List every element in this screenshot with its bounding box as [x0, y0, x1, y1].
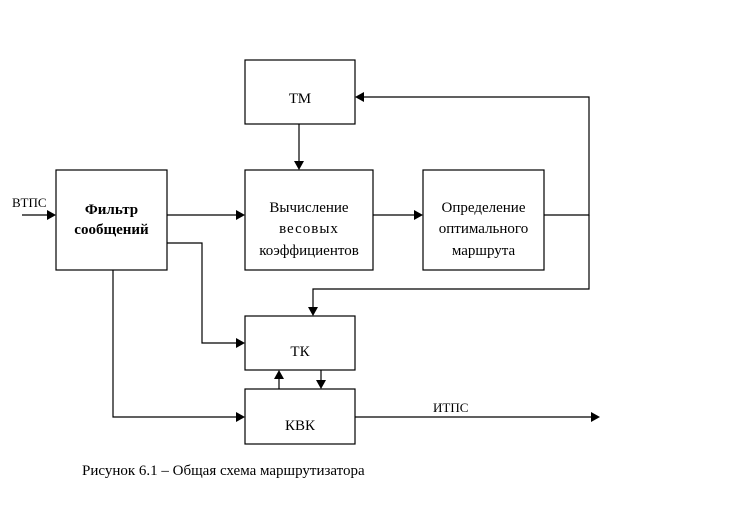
arrowhead-icon: [355, 92, 364, 102]
figure-caption: Рисунок 6.1 – Общая схема маршрутизатора: [82, 463, 365, 479]
block-filter-line-1: Фильтр: [85, 202, 138, 218]
connector-route-to-tm: [355, 92, 590, 216]
block-weights-line-3: коэффициентов: [259, 243, 359, 259]
connector-route-to-tk: [308, 215, 590, 316]
block-weights: Вычисление весовых коэффициентов: [244, 169, 374, 271]
arrowhead-icon: [274, 370, 284, 379]
connector-tm-to-weights: [294, 124, 304, 170]
block-route: Определение оптимального маршрута: [422, 169, 545, 271]
block-tm-label: ТМ: [289, 91, 311, 107]
connector-weights-to-route: [373, 210, 423, 220]
arrowhead-icon: [316, 380, 326, 389]
block-kvk: КВК: [244, 388, 356, 445]
arrowhead-icon: [414, 210, 423, 220]
arrowhead-icon: [47, 210, 56, 220]
connector-filter-to-weights: [167, 210, 245, 220]
block-route-line-1: Определение: [442, 200, 526, 216]
connector-filter-to-kvk: [112, 270, 245, 422]
arrowhead-icon: [236, 412, 245, 422]
block-tm: ТМ: [244, 59, 356, 125]
connector-filter-to-tk: [167, 242, 245, 348]
block-filter-line-2: сообщений: [74, 222, 149, 238]
input-signal-label: ВТПС: [12, 195, 47, 210]
connector-tk-to-kvk: [316, 370, 326, 389]
arrowhead-icon: [294, 161, 304, 170]
block-route-line-3: маршрута: [452, 243, 516, 259]
block-tk: ТК: [244, 315, 356, 371]
block-route-line-2: оптимального: [439, 221, 528, 237]
block-weights-line-2: весовых: [279, 221, 339, 237]
block-weights-line-1: Вычисление: [269, 200, 349, 216]
arrowhead-icon: [236, 210, 245, 220]
connector-input-to-filter: ВТПС: [12, 195, 56, 220]
block-kvk-label: КВК: [285, 418, 316, 434]
block-filter: Фильтр сообщений: [55, 169, 168, 271]
arrowhead-icon: [236, 338, 245, 348]
arrowhead-icon: [591, 412, 600, 422]
arrowhead-icon: [308, 307, 318, 316]
connector-kvk-to-tk: [274, 370, 284, 389]
block-tk-label: ТК: [290, 344, 310, 360]
connector-kvk-to-output: ИТПС: [355, 400, 600, 422]
output-signal-label: ИТПС: [433, 400, 468, 415]
